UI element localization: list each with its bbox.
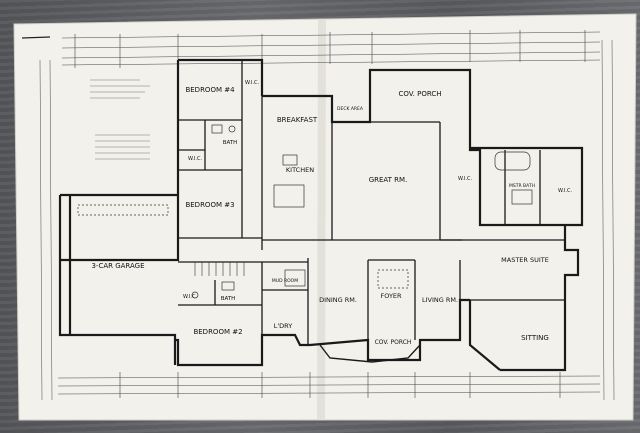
label-dining: DINING RM. (319, 296, 357, 304)
label-breakfast: BREAKFAST (277, 116, 318, 124)
label-master-suite: MASTER SUITE (501, 256, 549, 264)
front-porch-bay (319, 344, 421, 363)
exterior-walls (58, 58, 584, 372)
label-cov-porch-front: COV. PORCH (375, 339, 412, 346)
dimension-ticks (74, 30, 586, 398)
label-great-rm: GREAT RM. (369, 176, 408, 184)
label-wic-d: W.I.C. (458, 176, 473, 182)
notes-block (90, 79, 150, 160)
label-sitting: SITTING (521, 334, 549, 342)
label-deck: DECK AREA (337, 106, 364, 112)
label-ldry: L'DRY (274, 322, 293, 330)
label-wic-a: W.I.C. (245, 80, 260, 86)
label-wic-e: W.I.C. (558, 188, 573, 194)
interior-walls (178, 60, 565, 345)
label-garage: 3-CAR GARAGE (91, 262, 144, 270)
stairs (194, 262, 245, 276)
fixtures (77, 124, 533, 299)
dimension-lines (39, 31, 615, 401)
label-cov-porch-rear: COV. PORCH (398, 90, 441, 98)
label-master-bath: MSTR BATH (509, 183, 535, 189)
label-bedroom-4: BEDROOM #4 (185, 86, 235, 94)
label-bedroom-2: BEDROOM #2 (193, 328, 242, 336)
label-foyer: FOYER (380, 292, 402, 300)
corner-mark (21, 36, 51, 39)
label-kitchen: KITCHEN (286, 166, 314, 174)
label-living: LIVING RM. (422, 296, 458, 304)
label-mud-room: MUD ROOM (272, 278, 298, 284)
paper-fold (317, 19, 326, 420)
label-bath-lower: BATH (221, 296, 236, 302)
label-wic-b: W.I.C. (188, 156, 203, 162)
label-bath-upper: BATH (223, 140, 238, 146)
label-bedroom-3: BEDROOM #3 (185, 201, 234, 209)
label-wic-c: W.I.C. (183, 294, 198, 300)
